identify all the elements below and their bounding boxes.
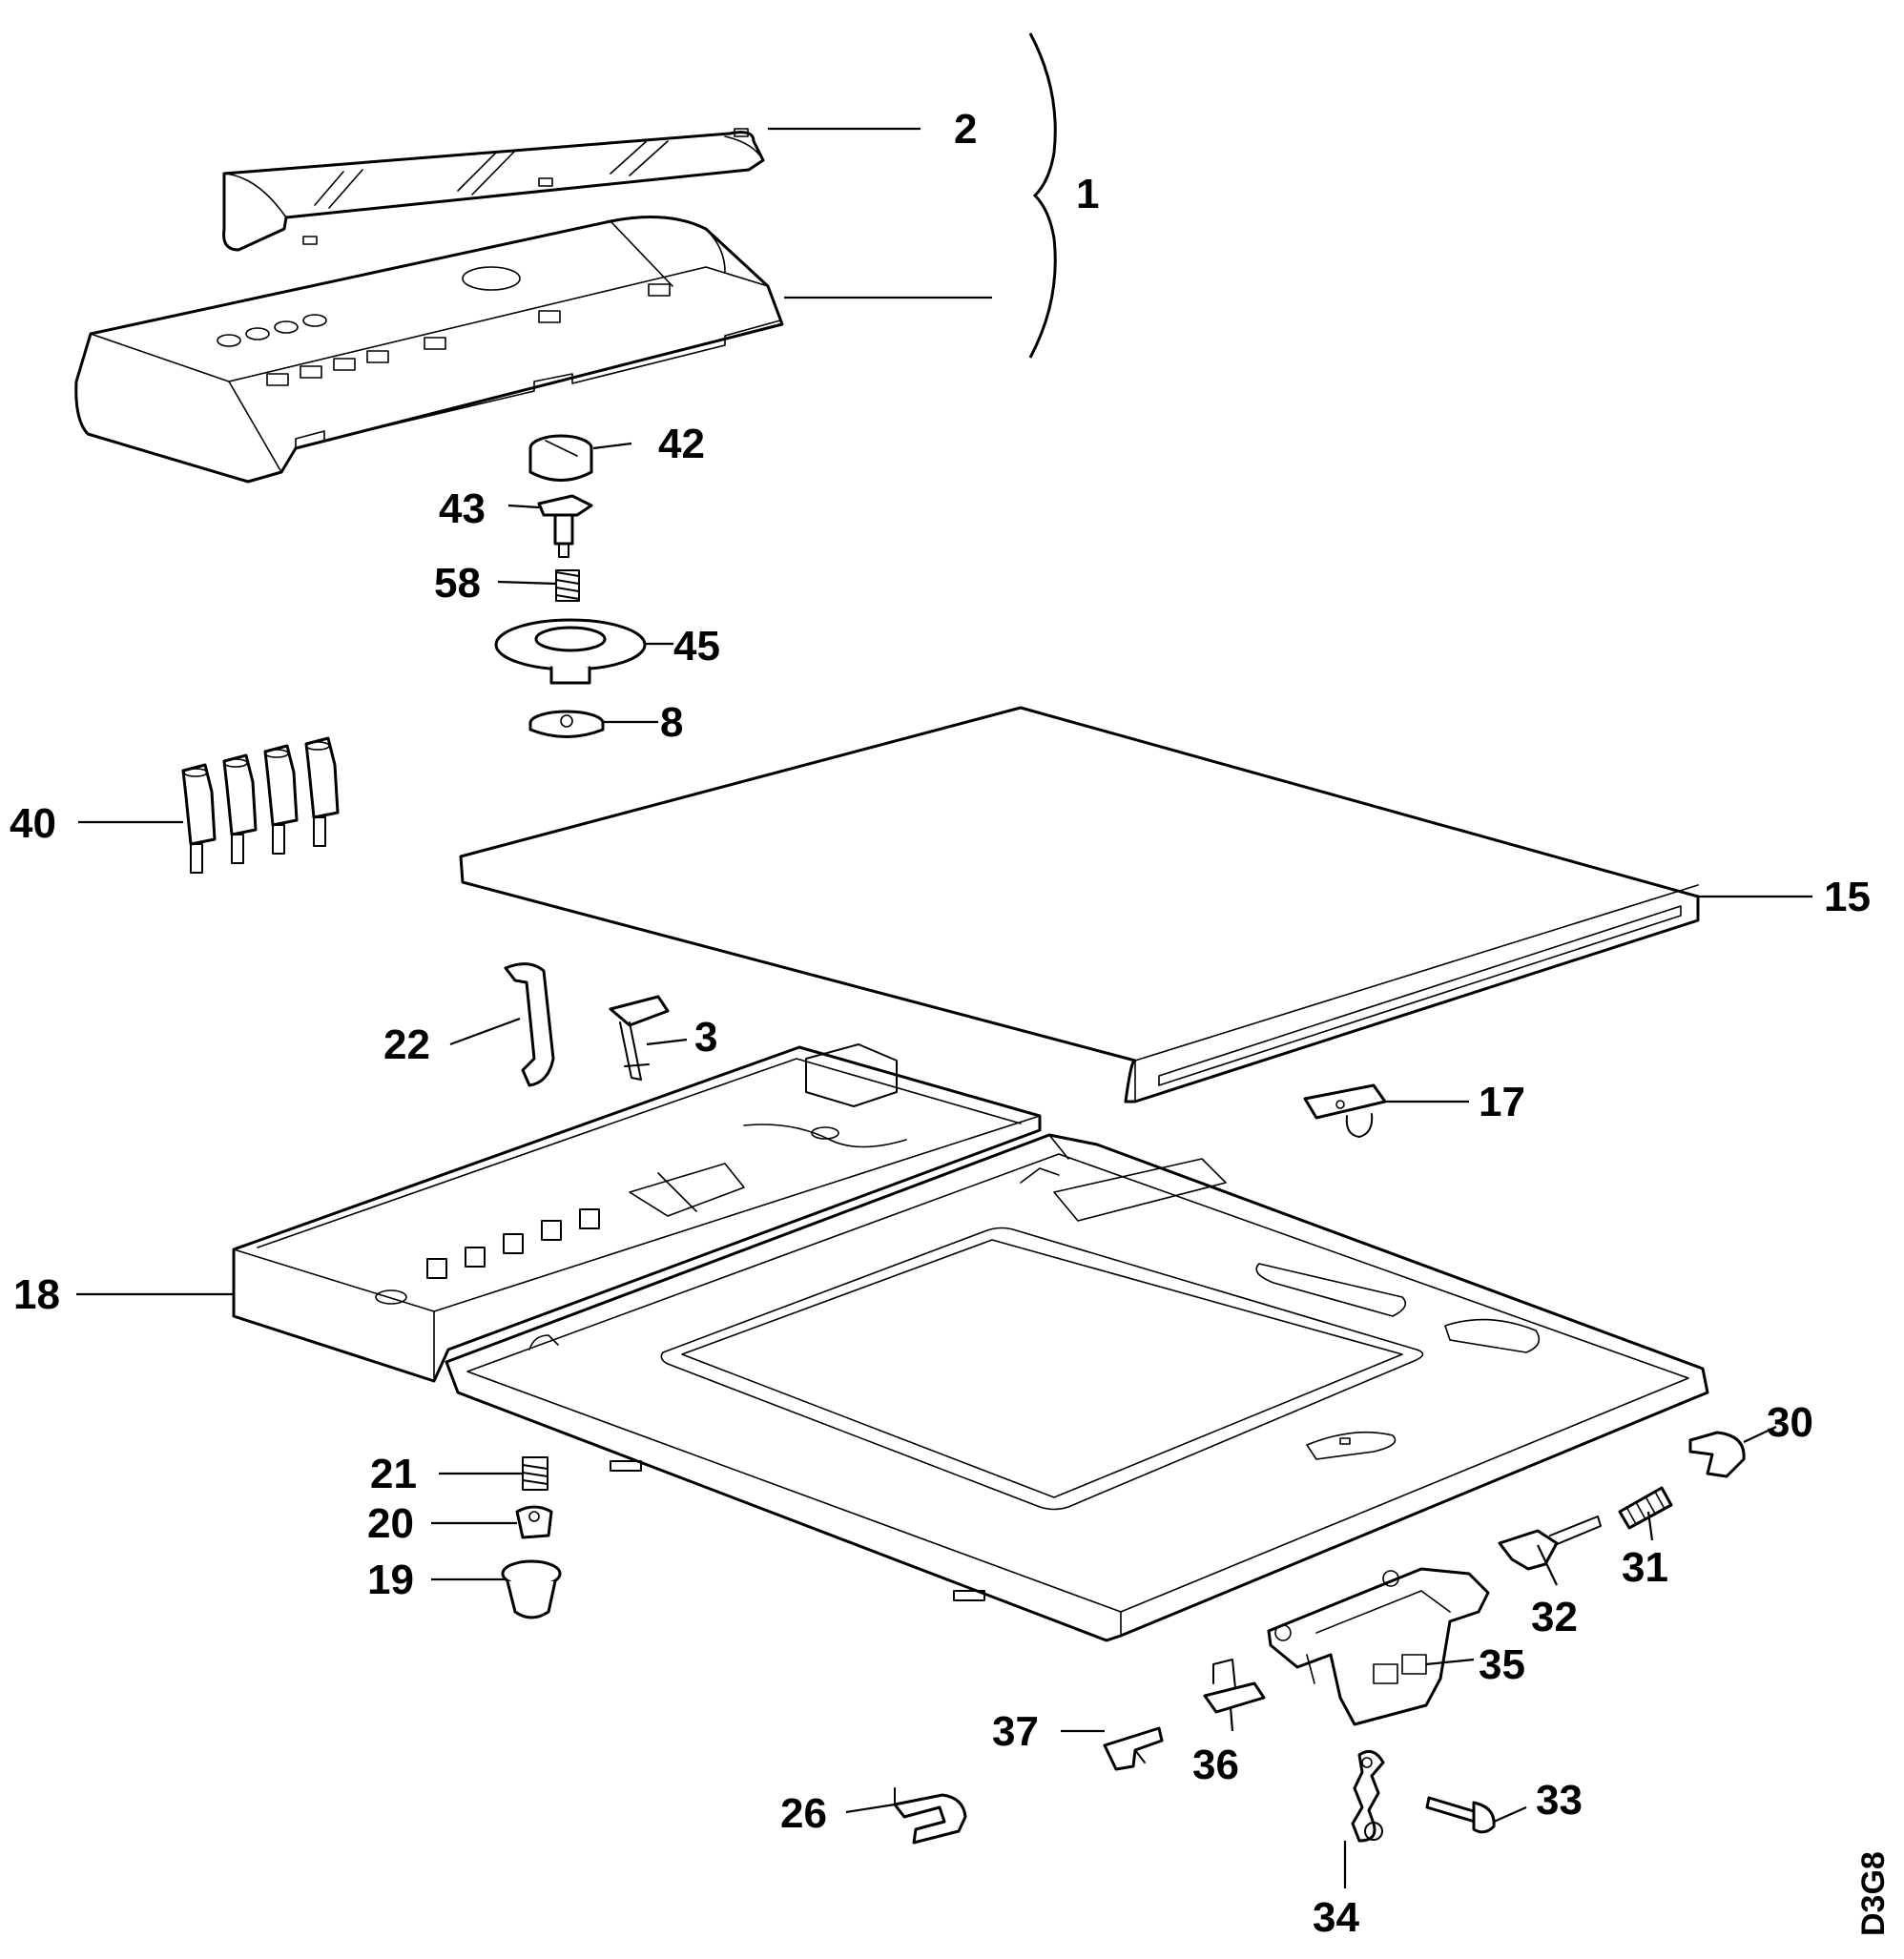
control-panel-housing [74, 216, 784, 484]
callout-35: 35 [1479, 1641, 1525, 1688]
callout-3: 3 [694, 1014, 717, 1061]
part-31-spring [1618, 1486, 1673, 1530]
callout-32: 32 [1531, 1594, 1578, 1640]
part-26-clip [893, 1787, 967, 1845]
callout-36: 36 [1192, 1742, 1239, 1788]
part-3-switch-lever [609, 995, 670, 1081]
part-45-bezel [494, 618, 647, 685]
callout-30: 30 [1767, 1399, 1813, 1446]
part-19-grommet [501, 1559, 562, 1619]
callout-19: 19 [367, 1557, 414, 1603]
callout-labels: 2 1 42 43 58 45 8 40 15 22 3 17 18 21 20… [10, 106, 1892, 1941]
callout-20: 20 [367, 1500, 414, 1547]
part-20-plug [515, 1505, 553, 1539]
leader-lines [76, 127, 1812, 1888]
part-30-latch-cap [1688, 1431, 1746, 1478]
part-21-spring [522, 1456, 548, 1491]
callout-8: 8 [660, 699, 683, 746]
callout-37: 37 [992, 1708, 1039, 1755]
part-35-lock-housing [1267, 1567, 1490, 1726]
part-37-bracket [1103, 1726, 1164, 1771]
callout-18: 18 [13, 1271, 60, 1318]
callout-33: 33 [1536, 1777, 1583, 1824]
callout-42: 42 [658, 421, 705, 467]
part-32-latch-slide [1498, 1516, 1602, 1571]
part-43-spindle [537, 494, 593, 558]
part-34-lever [1351, 1749, 1385, 1843]
callout-31: 31 [1622, 1544, 1668, 1591]
part-2-panel-window [222, 128, 765, 252]
part-15-lid [459, 706, 1700, 1103]
cabinet-top-frame [445, 1133, 1709, 1642]
part-42-knob [528, 434, 593, 482]
callout-2: 2 [954, 106, 977, 153]
callout-15: 15 [1824, 874, 1871, 920]
part-36-clip [1203, 1659, 1266, 1714]
callout-43: 43 [439, 485, 486, 532]
callout-1: 1 [1076, 171, 1099, 217]
callout-34: 34 [1313, 1894, 1359, 1941]
drawing-code: D3G8 [1855, 1851, 1892, 1936]
callout-22: 22 [383, 1021, 430, 1068]
callout-17: 17 [1479, 1079, 1525, 1125]
assembly-1-brace [1028, 32, 1057, 359]
callout-45: 45 [673, 623, 720, 670]
part-17-bracket [1303, 1083, 1387, 1138]
part-8-washer [528, 710, 605, 738]
part-40-push-buttons [181, 736, 340, 874]
callout-26: 26 [780, 1790, 827, 1837]
part-22-hinge-clip [504, 962, 555, 1087]
callout-21: 21 [370, 1451, 417, 1497]
callout-58: 58 [434, 560, 481, 607]
part-33-screw [1425, 1796, 1496, 1834]
part-58-spring [555, 569, 580, 602]
part-18-top-plate [232, 1043, 1042, 1383]
callout-40: 40 [10, 800, 56, 847]
